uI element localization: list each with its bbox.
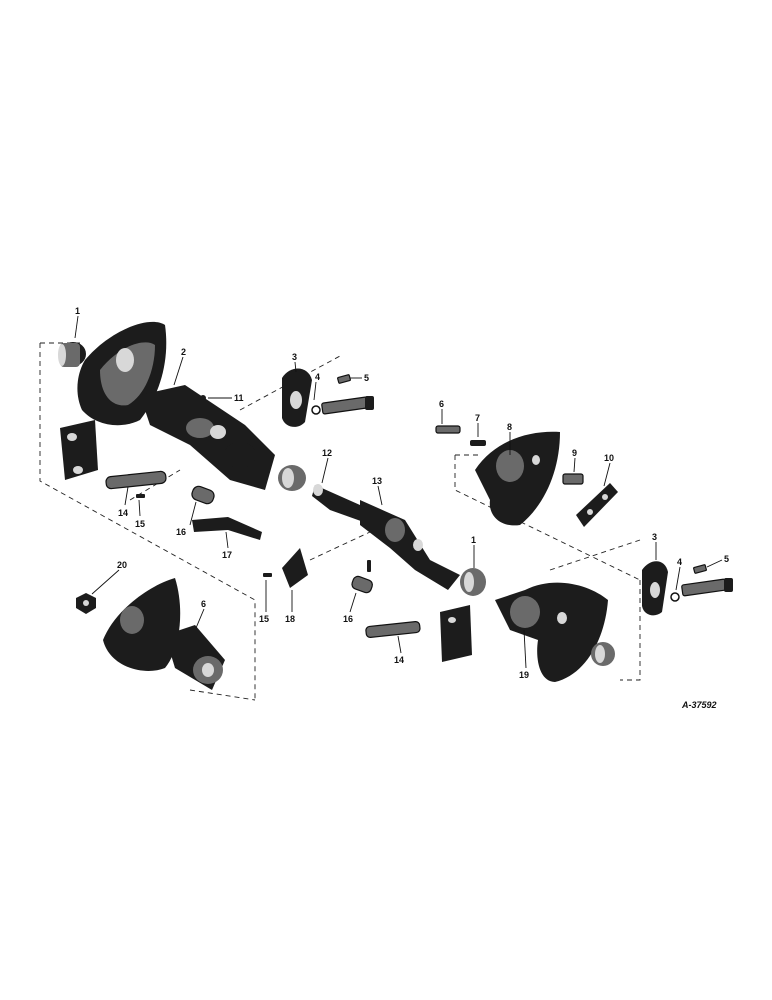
universal-joint (360, 500, 460, 590)
bearing-sleeve-upper (58, 342, 86, 367)
spool-lower (165, 625, 225, 690)
callout-12: 12 (322, 448, 332, 458)
callout-9: 9 (572, 448, 577, 458)
callout-14-left: 14 (118, 508, 128, 518)
disk-blade-right (475, 431, 560, 526)
strap-left (105, 470, 167, 490)
callout-11: 11 (234, 393, 244, 403)
bearing-housing-lower (440, 605, 472, 662)
bushing-end (591, 642, 615, 666)
lock-washer-upper (311, 405, 321, 415)
callout-5-lower: 5 (724, 554, 729, 564)
bolt-right-6 (435, 425, 461, 434)
nut (76, 593, 96, 614)
cotter-pin-lower (263, 573, 272, 577)
spring-left (191, 485, 215, 505)
bearing-clamp-upper (282, 368, 312, 427)
cotter-pin-left (136, 494, 145, 498)
callout-14-lower: 14 (394, 655, 404, 665)
callout-7: 7 (475, 413, 480, 423)
callout-10: 10 (604, 453, 614, 463)
spring-lower (351, 575, 373, 594)
bolt-right-9 (562, 473, 584, 485)
callout-15-lower: 15 (259, 614, 269, 624)
callout-15-left: 15 (135, 519, 145, 529)
bolt-upper (321, 396, 374, 415)
callout-19: 19 (519, 670, 529, 680)
figure-reference: A-37592 (681, 700, 717, 710)
scraper-plate (576, 483, 618, 527)
bushing-lower (460, 568, 486, 596)
callout-4-lower: 4 (677, 557, 682, 567)
callout-6-upper: 6 (439, 399, 444, 409)
disk-arbor-spool (140, 385, 275, 490)
bolt-small-upper (337, 374, 351, 384)
arbor-shaft (312, 484, 372, 525)
bearing-clamp-lower (642, 561, 668, 616)
callout-13: 13 (372, 476, 382, 486)
bearing-housing-upper (60, 420, 98, 480)
pin-7 (470, 440, 486, 446)
disk-blade-lower (103, 578, 181, 671)
callout-1-lower: 1 (471, 535, 476, 545)
leader-lines (74, 315, 723, 669)
bolt-lower (681, 578, 733, 597)
callout-6-lower: 6 (201, 599, 206, 609)
bushing-upper (278, 465, 306, 491)
callout-17: 17 (222, 550, 232, 560)
scraper-arm (192, 517, 262, 540)
disk-blade-end (495, 582, 608, 682)
callout-16-lower: 16 (343, 614, 353, 624)
lock-washer-lower (670, 592, 680, 602)
scraper-bracket (282, 548, 308, 588)
strap-lower (365, 621, 421, 638)
callout-16-left: 16 (176, 527, 186, 537)
callout-18: 18 (285, 614, 295, 624)
grease-fitting (200, 395, 206, 401)
callout-20: 20 (117, 560, 127, 570)
pin-lower (367, 560, 371, 572)
callout-8: 8 (507, 422, 512, 432)
callout-5-upper: 5 (364, 373, 369, 383)
callout-3-lower: 3 (652, 532, 657, 542)
bolt-small-lower (693, 564, 707, 574)
callout-1-upper: 1 (75, 306, 80, 316)
callout-4-upper: 4 (315, 372, 320, 382)
callout-3-upper: 3 (292, 352, 297, 362)
callout-labels: 1 2 3 4 5 11 6 7 8 9 10 12 13 14 15 16 1… (75, 306, 729, 680)
callout-2: 2 (181, 347, 186, 357)
